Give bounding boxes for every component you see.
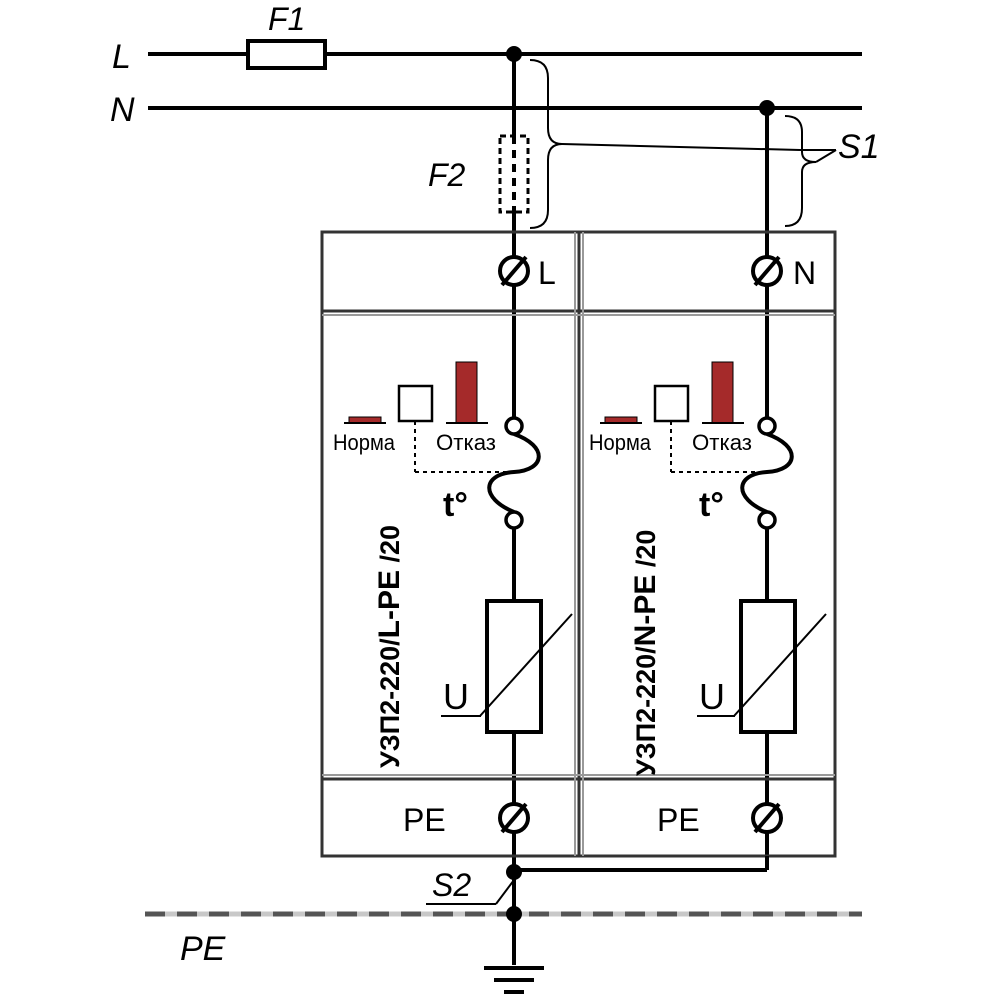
status-indicator bbox=[344, 361, 510, 473]
module-model-label: УЗП2-220/N-PE /20 bbox=[629, 530, 662, 776]
terminal-screw-icon bbox=[498, 255, 530, 287]
module-model-label: УЗП2-220/L-PE /20 bbox=[373, 525, 406, 768]
varistor-label: U bbox=[443, 676, 469, 717]
terminal-screw-icon bbox=[751, 255, 783, 287]
label-S1: S1 bbox=[838, 128, 880, 166]
brace-S1 bbox=[529, 59, 837, 229]
indicator-fault-label: Отказ bbox=[436, 430, 496, 455]
terminal-screw-icon bbox=[751, 802, 783, 834]
pe-bus bbox=[145, 906, 862, 922]
indicator-window bbox=[653, 384, 690, 423]
module-N-PE: N Норма Отказ t° U УЗП2-220/N-PE /20 bbox=[589, 255, 827, 838]
module-L-PE: L Норма Отказ t° U УЗП2-220/ bbox=[333, 255, 573, 838]
indicator-normal-label: Норма bbox=[333, 430, 396, 455]
ground-icon bbox=[484, 966, 544, 994]
label-S2: S2 bbox=[432, 867, 471, 903]
thermal-label: t° bbox=[443, 486, 468, 524]
fuse-F1 bbox=[246, 39, 327, 70]
label-PE-bus: PE bbox=[180, 930, 226, 968]
thermal-fuse-icon bbox=[487, 416, 541, 530]
indicator-window bbox=[397, 384, 434, 423]
varistor-icon bbox=[441, 599, 573, 734]
varistor-label: U bbox=[699, 676, 725, 717]
thermal-fuse-icon bbox=[740, 416, 794, 530]
status-indicator bbox=[600, 361, 763, 473]
label-F2: F2 bbox=[428, 157, 466, 193]
terminal-screw-icon bbox=[498, 802, 530, 834]
varistor-icon bbox=[697, 599, 827, 734]
fuse-F2 bbox=[498, 134, 530, 214]
junction-PE bbox=[506, 906, 522, 922]
label-F1: F1 bbox=[268, 1, 305, 37]
label-N: N bbox=[110, 91, 135, 129]
label-L: L bbox=[112, 38, 131, 76]
indicator-fault-label: Отказ bbox=[692, 430, 752, 455]
thermal-label: t° bbox=[699, 486, 724, 524]
indicator-normal-label: Норма bbox=[589, 430, 652, 455]
indicator-fault-bar bbox=[711, 361, 734, 424]
terminal-label-PE: PE bbox=[657, 802, 700, 838]
pe-bond bbox=[426, 856, 769, 965]
module-housing bbox=[320, 230, 837, 858]
terminal-label-N: N bbox=[793, 255, 816, 291]
terminal-label-L: L bbox=[538, 255, 556, 291]
indicator-fault-bar bbox=[455, 361, 478, 424]
terminal-label-PE: PE bbox=[403, 802, 446, 838]
